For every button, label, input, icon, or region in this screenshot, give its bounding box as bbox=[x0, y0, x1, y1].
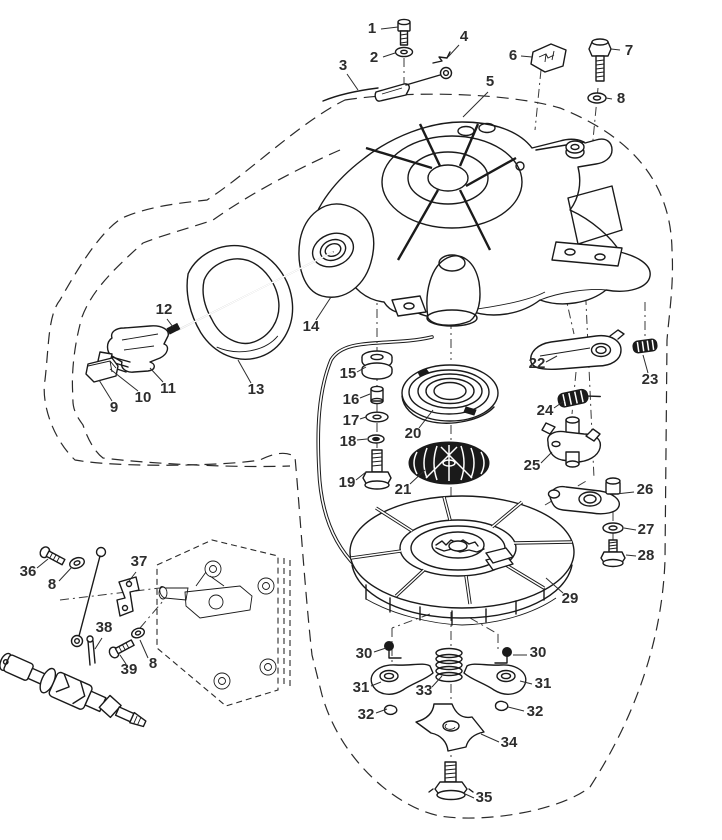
plate-6 bbox=[530, 43, 567, 73]
callout-18: 18 bbox=[340, 433, 357, 450]
starter-rope-arc bbox=[316, 335, 434, 594]
star-plate-34 bbox=[415, 703, 485, 752]
callout-5: 5 bbox=[486, 73, 494, 90]
callout-7: 7 bbox=[625, 42, 633, 59]
screw-36 bbox=[39, 546, 66, 566]
callout-28: 28 bbox=[638, 547, 655, 564]
rope-coil-21 bbox=[408, 441, 490, 485]
washer-8-top bbox=[587, 92, 607, 104]
callout-4: 4 bbox=[460, 28, 469, 45]
sheave-15 bbox=[361, 350, 393, 380]
callout-16: 16 bbox=[343, 391, 360, 408]
rope-guide-snout bbox=[298, 203, 375, 298]
housing-bell bbox=[426, 254, 481, 327]
callout-35: 35 bbox=[476, 789, 493, 806]
callout-8a: 8 bbox=[617, 90, 625, 107]
spring-33 bbox=[435, 647, 463, 683]
cap-9 bbox=[85, 357, 119, 383]
bolt-35 bbox=[428, 761, 474, 801]
spring-23 bbox=[632, 338, 658, 354]
clip-4 bbox=[432, 51, 451, 64]
spring-pin-30-right bbox=[494, 647, 512, 664]
callout-32a: 32 bbox=[358, 706, 375, 723]
callout-25: 25 bbox=[524, 457, 541, 474]
spring-24 bbox=[557, 388, 601, 408]
callout-39: 39 bbox=[121, 661, 138, 678]
clip-32-left bbox=[383, 704, 398, 716]
assembly-boundary-outline bbox=[43, 93, 674, 819]
callout-17: 17 bbox=[343, 412, 360, 429]
bolt-28 bbox=[600, 539, 626, 568]
callout-37: 37 bbox=[131, 553, 148, 570]
washer-2 bbox=[394, 46, 414, 58]
callout-8b: 8 bbox=[48, 576, 56, 593]
callout-26: 26 bbox=[637, 481, 654, 498]
callout-3: 3 bbox=[339, 57, 347, 74]
pawl-31-right bbox=[463, 663, 527, 695]
callout-36: 36 bbox=[20, 563, 37, 580]
callout-10: 10 bbox=[135, 389, 152, 406]
callout-32b: 32 bbox=[527, 703, 544, 720]
callout-29: 29 bbox=[562, 590, 579, 607]
crankshaft-assembly bbox=[0, 652, 147, 728]
callout-9: 9 bbox=[110, 399, 118, 416]
callout-21: 21 bbox=[395, 481, 412, 498]
bushing-16 bbox=[370, 385, 384, 405]
link-rod bbox=[70, 546, 107, 648]
callout-1: 1 bbox=[368, 20, 376, 37]
leader-lines bbox=[36, 26, 649, 799]
callout-15: 15 bbox=[340, 365, 357, 382]
recoil-spring-20 bbox=[401, 364, 499, 424]
callout-22: 22 bbox=[529, 355, 546, 372]
callout-8c: 8 bbox=[149, 655, 157, 672]
callout-2: 2 bbox=[370, 49, 378, 66]
engine-block-ghost bbox=[156, 539, 291, 707]
lock-washer-18 bbox=[367, 434, 385, 444]
cable-3 bbox=[322, 66, 453, 102]
callout-27: 27 bbox=[638, 521, 655, 538]
callout-6: 6 bbox=[509, 47, 517, 64]
callout-14: 14 bbox=[303, 318, 320, 335]
cam-lever-22 bbox=[530, 329, 625, 371]
starter-pulley-29 bbox=[349, 495, 575, 626]
callout-19: 19 bbox=[339, 474, 356, 491]
callout-31a: 31 bbox=[353, 679, 370, 696]
rope-to-handle bbox=[166, 251, 334, 335]
washer-17 bbox=[365, 411, 389, 423]
callout-11: 11 bbox=[160, 380, 176, 397]
washer-8-bottom bbox=[131, 627, 145, 639]
washer-8-mid bbox=[69, 556, 85, 570]
callout-30b: 30 bbox=[530, 644, 547, 661]
screw-39 bbox=[108, 639, 135, 659]
clip-32-right bbox=[494, 700, 509, 712]
callout-13: 13 bbox=[248, 381, 265, 398]
callout-12: 12 bbox=[156, 301, 173, 318]
friction-arm-26 bbox=[547, 477, 621, 515]
bolt-19 bbox=[362, 449, 392, 490]
cotter-pin-38 bbox=[86, 635, 96, 666]
pawl-31-left bbox=[370, 663, 434, 695]
spring-pin-30-left bbox=[384, 641, 402, 659]
bolt-1 bbox=[397, 18, 411, 46]
bolt-7 bbox=[588, 38, 612, 82]
callout-38: 38 bbox=[96, 619, 113, 636]
callout-24: 24 bbox=[537, 402, 554, 419]
callout-20: 20 bbox=[405, 425, 422, 442]
callout-23: 23 bbox=[642, 371, 659, 388]
callout-labels: 1 2 3 4 5 6 7 8 9 10 11 12 13 14 15 16 1… bbox=[20, 20, 659, 806]
callout-31b: 31 bbox=[535, 675, 552, 692]
callout-33: 33 bbox=[416, 682, 433, 699]
callout-34: 34 bbox=[501, 734, 518, 751]
bracket-37 bbox=[116, 576, 140, 617]
starter-grip bbox=[186, 244, 294, 360]
recoil-housing bbox=[309, 121, 651, 318]
callout-30a: 30 bbox=[356, 645, 373, 662]
pawl-carrier-25 bbox=[541, 416, 602, 468]
washer-27 bbox=[602, 522, 624, 534]
